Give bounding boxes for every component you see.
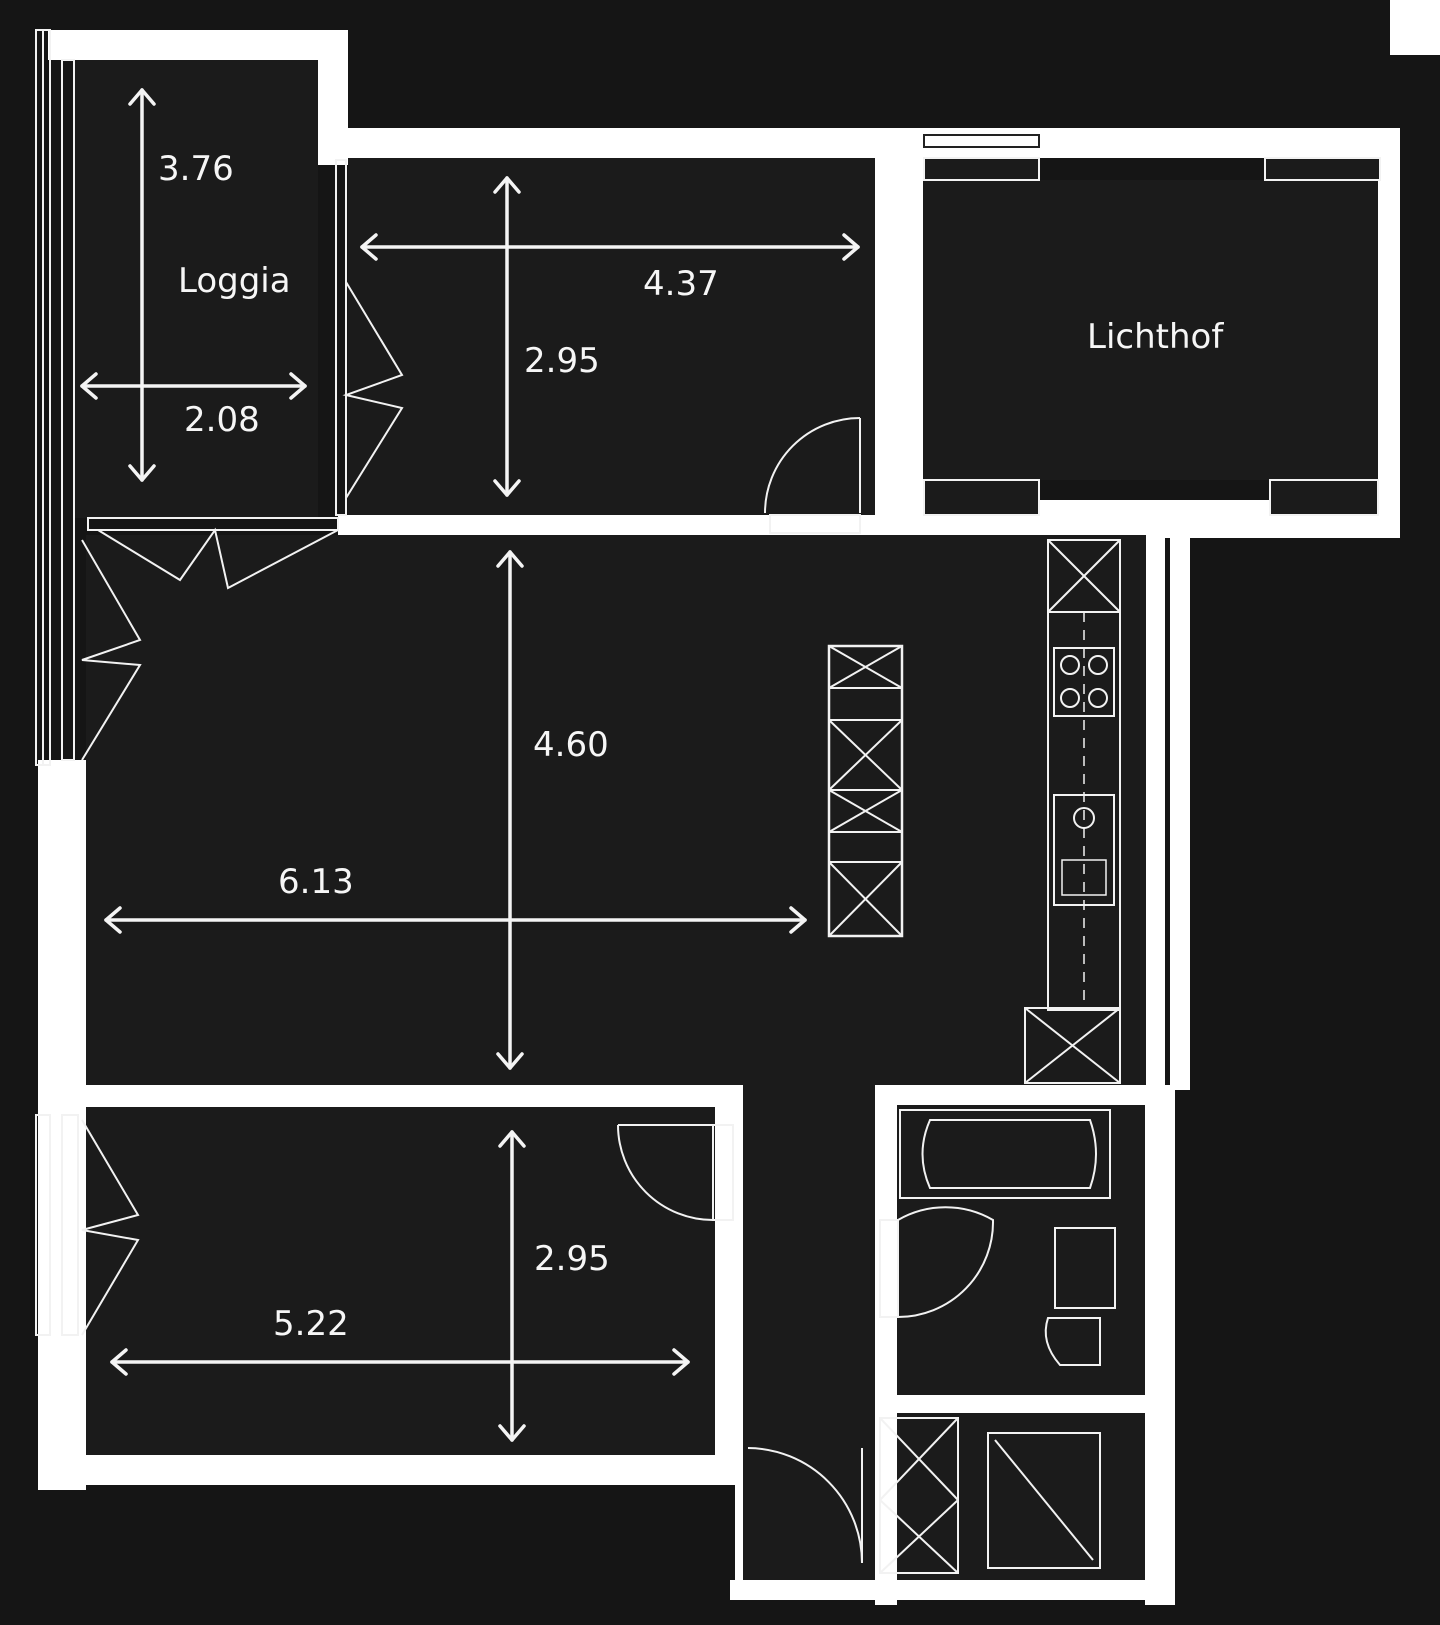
windows [35,29,1381,1336]
dim-arrow-bedroom2-width [110,1348,690,1376]
dim-arrow-bedroom1-width [360,233,860,261]
room-label-loggia: Loggia [178,261,291,301]
doors [81,281,995,1564]
dim-arrow-bedroom2-depth [498,1130,526,1442]
living-width-label: 6.13 [278,862,354,902]
room-floors [75,60,1378,1580]
dim-arrow-living-width [104,906,807,934]
labels: 3.76 Loggia 2.08 4.37 2.95 Lichthof 4.60… [158,149,1224,1344]
dim-arrow-loggia-width [80,372,307,400]
dim-arrow-bedroom1-depth [493,176,521,497]
walls [38,0,1440,1605]
loggia-length-label: 3.76 [158,149,234,189]
dimension-arrows [80,88,860,1442]
loggia-width-label: 2.08 [184,400,260,440]
bedroom2-depth-label: 2.95 [534,1239,610,1279]
living-depth-label: 4.60 [533,725,609,765]
bedroom1-width-label: 4.37 [643,264,719,304]
bedroom2-width-label: 5.22 [273,1304,349,1344]
dim-arrow-living-depth [496,550,524,1070]
dim-arrow-loggia-length [128,88,156,482]
bedroom1-depth-label: 2.95 [524,341,600,381]
kitchen [827,539,1121,1084]
bathroom [879,1109,1116,1574]
room-label-lichthof: Lichthof [1087,317,1224,357]
